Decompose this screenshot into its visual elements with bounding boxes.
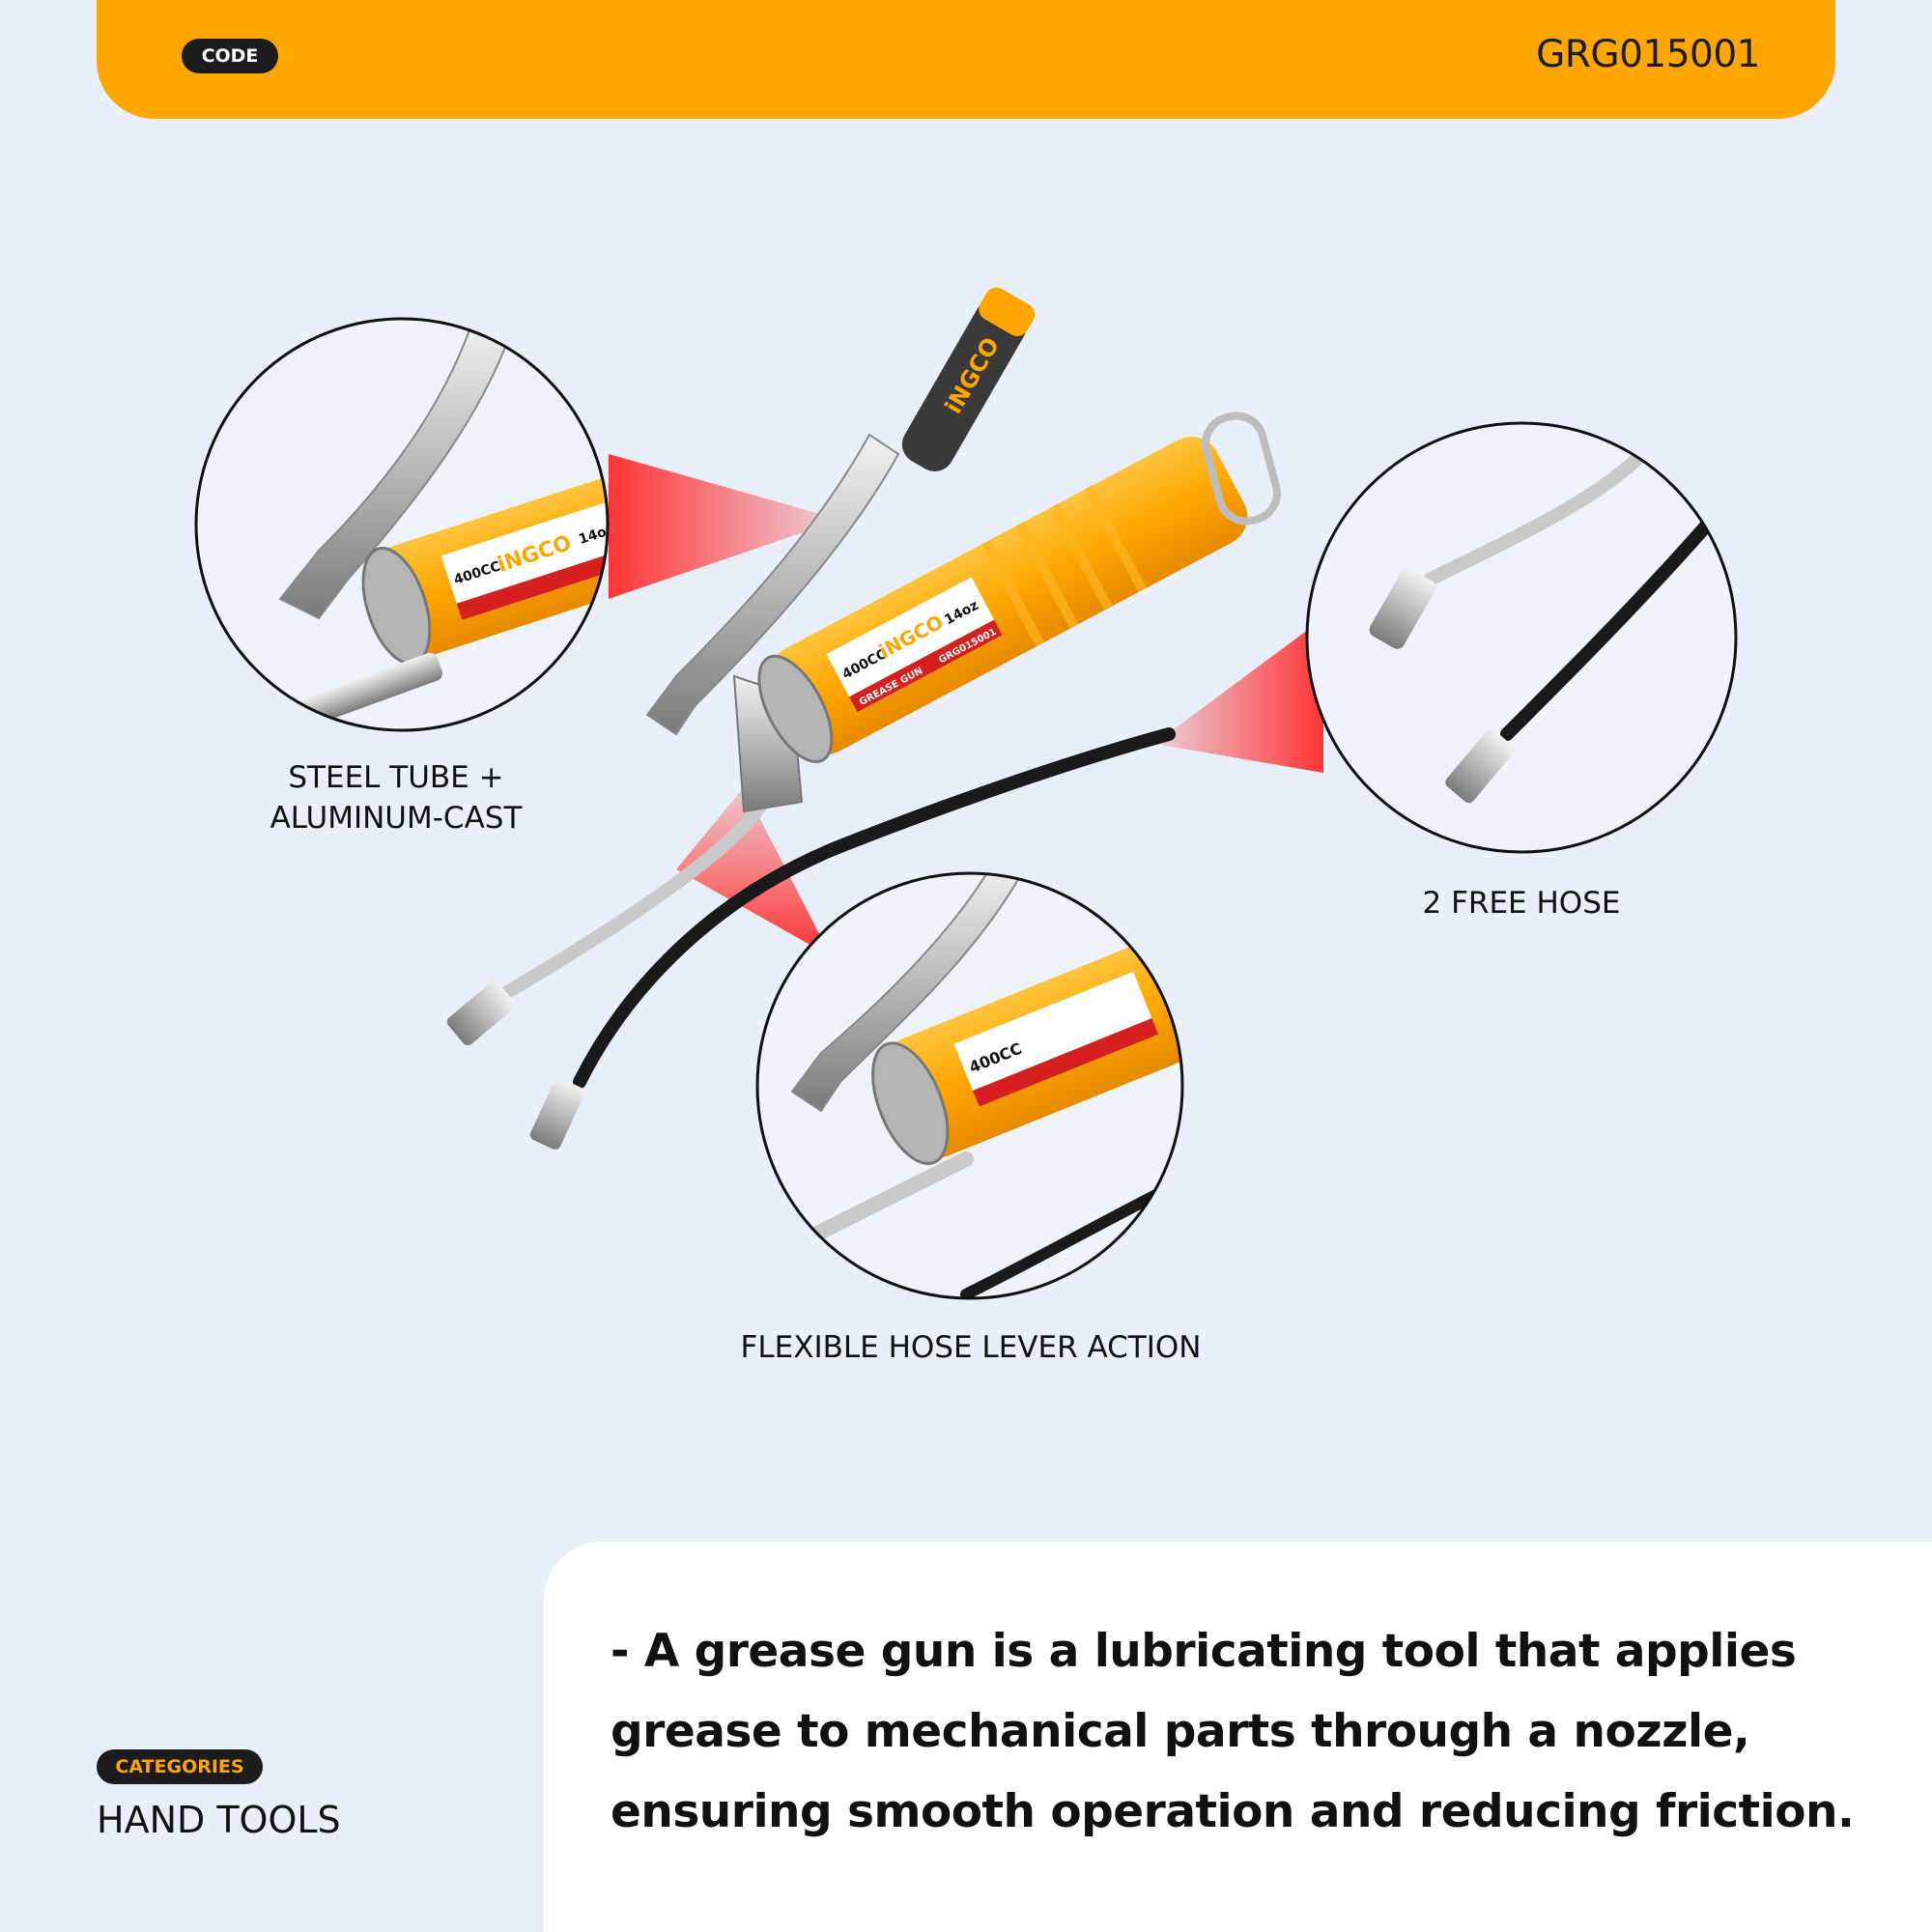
barrel: 400CC iNGCO 14oz GREASE GUN GRG015001 [757,437,1248,763]
callout-circle-free-hose [1305,421,1738,854]
category-value: HAND TOOLS [97,1799,341,1841]
callout-circle-steel-tube [194,317,610,732]
lever-handle [645,433,900,736]
callout-label-steel-tube: STEEL TUBE + ALUMINUM-CAST [270,760,523,836]
tube-coupler [446,980,516,1046]
steel-tube [496,795,770,1002]
hose-fitting [529,1078,585,1150]
hanging-ring [1202,412,1281,526]
lever-grip: iNGCO [901,287,1036,471]
callout-beam [1154,618,1323,773]
product-code: GRG015001 [1536,33,1760,76]
categories-badge: CATEGORIES [97,1749,263,1784]
callout-label-flexible-hose: FLEXIBLE HOSE LEVER ACTION [740,1330,1202,1365]
callout-beam [609,454,840,599]
product-description: - A grease gun is a lubricating tool tha… [611,1625,1855,1838]
code-label-badge: CODE [182,39,278,73]
product-illustration: iNGCO 400CC iNGCO 14oz GREASE GUN GRG015… [194,287,1738,1300]
flexible-hose [573,727,1176,1089]
callout-circle-flexible-hose [755,871,1184,1300]
callout-beam [676,787,831,956]
header-bar [97,0,1835,119]
description-card [544,1542,1932,1932]
callout-label-free-hose: 2 FREE HOSE [1422,886,1621,921]
